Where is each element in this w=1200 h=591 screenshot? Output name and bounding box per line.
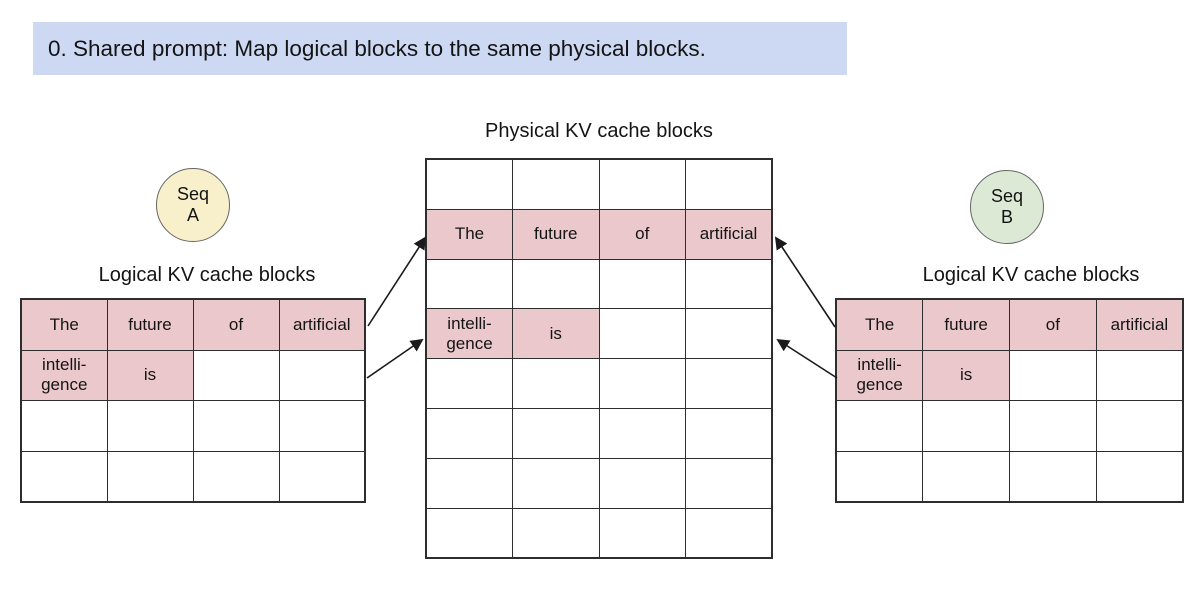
table-row: The future of artificial bbox=[835, 298, 1184, 351]
table-cell bbox=[1009, 400, 1097, 452]
table-cell: intelli- gence bbox=[425, 308, 513, 360]
table-cell bbox=[512, 407, 600, 459]
seq-b-logical-table: The future of artificial intelli- gence … bbox=[835, 298, 1184, 504]
table-cell: future bbox=[922, 298, 1010, 351]
table-cell bbox=[512, 258, 600, 310]
table-cell bbox=[1095, 450, 1184, 503]
table-cell bbox=[685, 358, 773, 409]
table-cell bbox=[425, 258, 513, 310]
table-row bbox=[425, 358, 773, 409]
arrow-seqb-block1-to-physical bbox=[776, 338, 838, 379]
table-cell bbox=[425, 407, 513, 459]
seq-a-logical-table: The future of artificial intelli- gence … bbox=[20, 298, 366, 504]
table-cell bbox=[512, 457, 600, 509]
table-row: The future of artificial bbox=[425, 208, 773, 260]
table-cell bbox=[278, 400, 366, 452]
table-cell bbox=[835, 400, 924, 452]
table-cell: of bbox=[598, 208, 686, 260]
table-cell: The bbox=[835, 298, 924, 351]
table-cell bbox=[20, 400, 108, 452]
table-cell bbox=[685, 407, 773, 459]
table-cell bbox=[1095, 349, 1184, 402]
table-cell bbox=[1009, 349, 1097, 402]
table-cell: The bbox=[20, 298, 108, 351]
table-cell: of bbox=[192, 298, 280, 351]
table-cell bbox=[685, 457, 773, 509]
table-row: intelli- gence is bbox=[835, 349, 1184, 402]
table-cell bbox=[278, 349, 366, 402]
table-cell bbox=[425, 507, 513, 559]
table-cell bbox=[598, 407, 686, 459]
table-cell bbox=[512, 507, 600, 559]
table-cell bbox=[922, 450, 1010, 503]
table-row bbox=[425, 258, 773, 310]
table-cell: is bbox=[106, 349, 194, 402]
table-cell: The bbox=[425, 208, 513, 260]
physical-kv-table: The future of artificial intelli- gence … bbox=[425, 158, 773, 560]
table-cell bbox=[598, 507, 686, 559]
table-cell bbox=[512, 158, 600, 210]
table-row bbox=[835, 450, 1184, 503]
seq-b-badge: Seq B bbox=[970, 170, 1044, 244]
table-cell bbox=[192, 349, 280, 402]
table-row bbox=[425, 507, 773, 559]
table-cell bbox=[106, 450, 194, 503]
table-row: intelli- gence is bbox=[20, 349, 366, 402]
table-cell bbox=[278, 450, 366, 503]
seq-a-badge: Seq A bbox=[156, 168, 230, 242]
table-row bbox=[20, 400, 366, 452]
table-row: The future of artificial bbox=[20, 298, 366, 351]
arrow-seqa-block1-to-physical bbox=[366, 338, 424, 379]
table-cell: future bbox=[512, 208, 600, 260]
table-row bbox=[425, 407, 773, 459]
table-cell bbox=[192, 400, 280, 452]
table-cell bbox=[1095, 400, 1184, 452]
table-row bbox=[20, 450, 366, 503]
table-cell: intelli- gence bbox=[20, 349, 108, 402]
table-cell bbox=[685, 158, 773, 210]
seq-a-id: A bbox=[186, 205, 199, 225]
table-row bbox=[835, 400, 1184, 452]
table-cell bbox=[425, 457, 513, 509]
table-cell bbox=[598, 358, 686, 409]
table-cell bbox=[20, 450, 108, 503]
seq-b-label: Seq bbox=[990, 185, 1024, 206]
table-cell bbox=[106, 400, 194, 452]
table-cell: artificial bbox=[1095, 298, 1184, 351]
table-cell bbox=[685, 258, 773, 310]
table-cell bbox=[685, 507, 773, 559]
arrow-seqb-block0-to-physical bbox=[774, 236, 836, 328]
table-cell bbox=[598, 457, 686, 509]
title-banner: 0. Shared prompt: Map logical blocks to … bbox=[33, 22, 847, 75]
seq-b-id: B bbox=[1000, 207, 1013, 227]
table-cell bbox=[922, 400, 1010, 452]
table-cell bbox=[598, 258, 686, 310]
table-cell bbox=[425, 158, 513, 210]
table-cell: future bbox=[106, 298, 194, 351]
table-cell bbox=[598, 308, 686, 360]
table-cell: artificial bbox=[685, 208, 773, 260]
table-cell: intelli- gence bbox=[835, 349, 924, 402]
table-cell bbox=[598, 158, 686, 210]
table-cell bbox=[512, 358, 600, 409]
table-cell: of bbox=[1009, 298, 1097, 351]
seq-a-table-title: Logical KV cache blocks bbox=[98, 264, 316, 286]
table-row: intelli- gence is bbox=[425, 308, 773, 360]
table-cell bbox=[685, 308, 773, 360]
table-cell: is bbox=[922, 349, 1010, 402]
table-cell: is bbox=[512, 308, 600, 360]
table-cell bbox=[192, 450, 280, 503]
table-row bbox=[425, 457, 773, 509]
table-cell bbox=[1009, 450, 1097, 503]
seq-a-label: Seq bbox=[176, 183, 210, 204]
table-cell: artificial bbox=[278, 298, 366, 351]
table-cell bbox=[835, 450, 924, 503]
physical-table-title: Physical KV cache blocks bbox=[485, 120, 713, 142]
table-row bbox=[425, 158, 773, 210]
table-cell bbox=[425, 358, 513, 409]
seq-b-table-title: Logical KV cache blocks bbox=[922, 264, 1140, 286]
